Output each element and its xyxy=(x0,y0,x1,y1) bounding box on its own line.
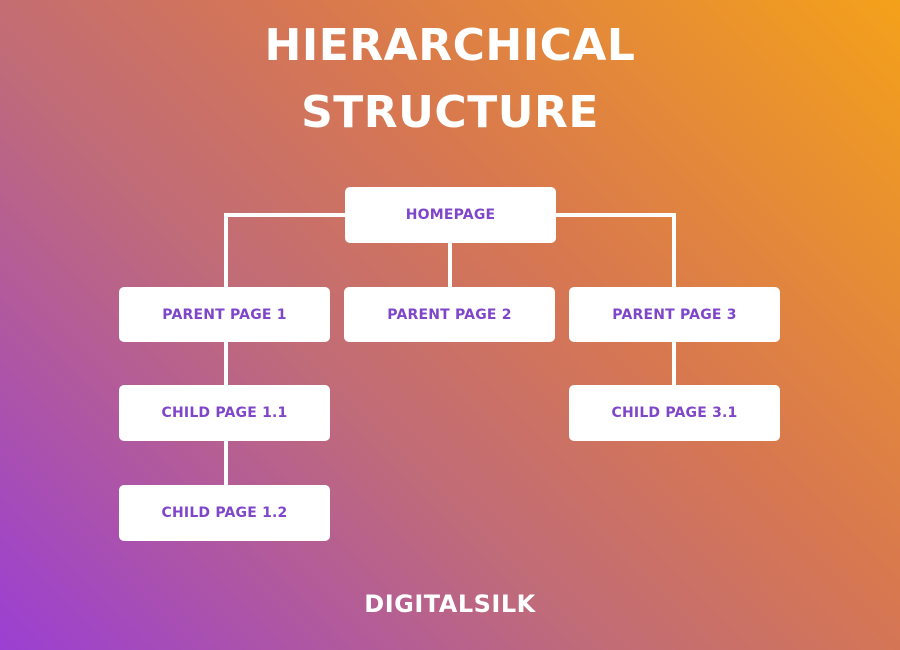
node-parent-page-3: PARENT PAGE 3 xyxy=(569,287,780,342)
node-homepage: HOMEPAGE xyxy=(345,187,556,243)
connector-home-to-parent3 xyxy=(554,213,676,289)
node-parent-page-1: PARENT PAGE 1 xyxy=(119,287,330,342)
node-child-page-1-1: CHILD PAGE 1.1 xyxy=(119,385,330,441)
node-child-page-1-2: CHILD PAGE 1.2 xyxy=(119,485,330,541)
diagram-title-line-1: HIERARCHICAL xyxy=(264,20,636,71)
node-parent-page-2: PARENT PAGE 2 xyxy=(344,287,555,342)
diagram-title-line-2: STRUCTURE xyxy=(301,87,599,138)
connector-home-to-parent1 xyxy=(224,213,347,289)
digitalsilk-logo: DIGITALSILK xyxy=(364,590,536,618)
node-child-page-3-1: CHILD PAGE 3.1 xyxy=(569,385,780,441)
